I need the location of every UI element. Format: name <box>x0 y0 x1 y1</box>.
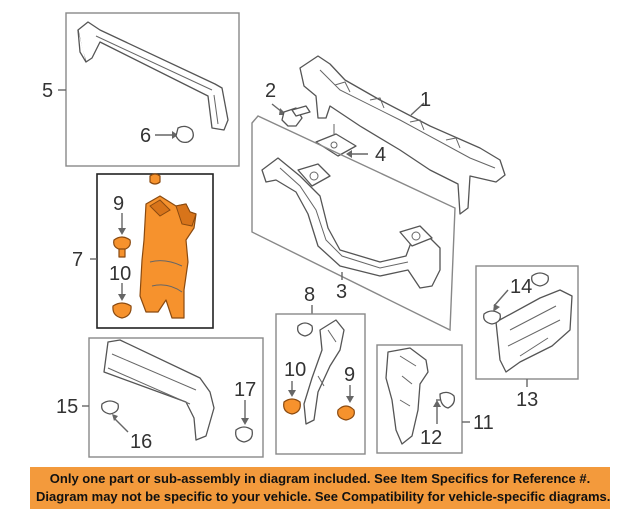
assembly-box-5: 5 6 <box>42 12 240 167</box>
callout-13: 13 <box>516 389 538 411</box>
callout-11: 11 <box>473 412 494 434</box>
bracket-4: 4 <box>315 124 386 166</box>
callout-6: 6 <box>140 125 151 147</box>
callout-9-left: 9 <box>113 193 124 215</box>
disclaimer-line-2: Diagram may not be specific to your vehi… <box>36 488 611 504</box>
callout-1: 1 <box>420 89 431 111</box>
bolt-2: 2 <box>265 80 311 127</box>
radiator-support-1: 1 <box>299 55 506 215</box>
callout-7: 7 <box>72 249 83 271</box>
callout-9-right: 9 <box>344 364 355 386</box>
assembly-box-8: 8 10 9 <box>275 284 366 455</box>
callout-4: 4 <box>375 144 386 166</box>
callout-5: 5 <box>42 80 53 102</box>
callout-16: 16 <box>130 431 152 453</box>
callout-10-left: 10 <box>109 263 131 285</box>
assembly-box-15: 15 16 17 <box>56 337 264 458</box>
callout-2: 2 <box>265 80 276 102</box>
callout-17: 17 <box>234 379 256 401</box>
callout-8: 8 <box>304 284 315 306</box>
callout-3: 3 <box>336 281 347 303</box>
callout-10-right: 10 <box>284 359 306 381</box>
disclaimer-line-1: Only one part or sub-assembly in diagram… <box>49 471 591 486</box>
tie-bar-3: 3 <box>251 115 456 332</box>
disclaimer-banner: Only one part or sub-assembly in diagram… <box>30 467 610 509</box>
assembly-box-11: 12 11 <box>376 344 494 454</box>
callout-15: 15 <box>56 396 78 418</box>
assembly-box-7: 7 9 10 <box>72 173 214 329</box>
callout-12: 12 <box>420 427 442 449</box>
assembly-box-13: 14 13 <box>475 265 579 411</box>
callout-14: 14 <box>510 276 532 298</box>
